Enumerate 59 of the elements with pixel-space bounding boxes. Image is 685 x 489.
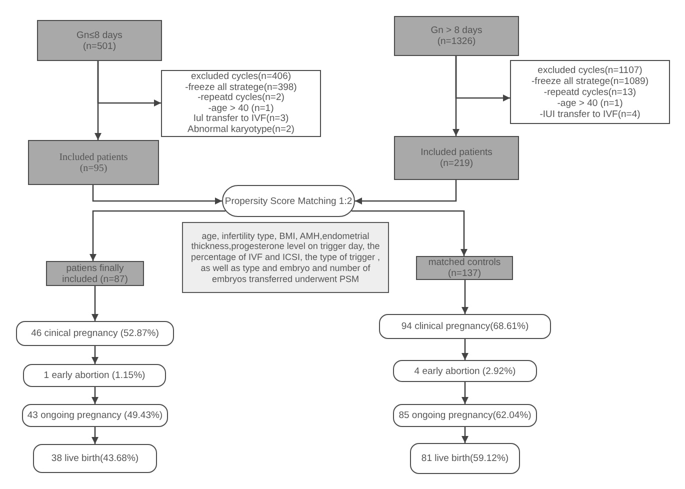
exclusion-box	[161, 70, 321, 137]
exclusion-text: Abnormal karyotype(n=2)	[188, 124, 294, 135]
arrow	[92, 346, 98, 364]
box-text: 46 cinical pregnancy (52.87%)	[31, 328, 159, 339]
box-text: 43 ongoing pregnancy (49.43%)	[27, 410, 163, 421]
box-text: 85 ongoing pregnancy(62.04%)	[398, 410, 532, 421]
exclusion-text: -IUI transfer to IVF(n=4)	[540, 108, 640, 120]
exclusion-text: -freeze all stratege(n=398)	[185, 82, 297, 93]
arrow	[92, 387, 98, 404]
box-text: Included patients (n=219)	[420, 147, 494, 169]
box-text: matched controls (n=137)	[427, 257, 502, 279]
box-text: 38 live birth(43.68%)	[51, 453, 139, 464]
process-box	[46, 261, 144, 286]
box-text: Propersity Score Matching 1:2	[224, 196, 352, 206]
box-text: 1 early abortion (1.15%)	[44, 370, 146, 381]
exclusion-text: -age > 40 (n=1)	[557, 98, 623, 108]
note-box	[182, 222, 389, 293]
arrow	[92, 185, 222, 204]
outcome-box	[379, 314, 551, 339]
outcome-box	[33, 444, 157, 473]
process-box	[28, 140, 159, 185]
exclusion-text: -age > 40 (n=1)	[208, 104, 274, 114]
process-box	[394, 16, 519, 56]
arrow	[462, 427, 468, 443]
outcome-box	[393, 360, 537, 382]
arrow	[462, 382, 468, 404]
box-text: 94 clinical pregnancy(68.61%)	[401, 321, 529, 332]
box-text: 4 early abortion (2.92%)	[414, 366, 516, 376]
arrow	[355, 180, 457, 204]
box-text: Gn > 8 days (n=1326)	[430, 25, 484, 47]
outcome-box	[22, 404, 168, 427]
arrow	[92, 427, 98, 444]
matching-pill	[222, 185, 355, 217]
outcome-box	[23, 364, 166, 387]
process-box	[394, 136, 519, 180]
arrow	[462, 280, 468, 314]
arrow	[352, 210, 468, 256]
arrow	[97, 61, 161, 106]
box-text: Included patients (n=95)	[58, 152, 129, 174]
outcome-box	[410, 443, 520, 474]
arrow	[92, 286, 98, 321]
exclusion-text: excluded cycles(n=1107)	[538, 64, 642, 76]
box-text: 81 live birth(59.12%)	[421, 453, 509, 464]
exclusion-text: excluded cycles(n=406)	[190, 72, 292, 82]
arrow	[462, 339, 468, 360]
exclusion-box	[510, 60, 670, 124]
exclusion-text: -freeze all stratege(n=1089)	[532, 76, 648, 86]
arrow	[455, 56, 510, 102]
exclusion-text: -repeatd cycles(n=2)	[198, 93, 284, 104]
exclusion-text: Iul transfer to IVF(n=3)	[193, 114, 289, 124]
process-box	[37, 20, 162, 61]
outcome-box	[16, 321, 174, 346]
outcome-box	[393, 404, 537, 427]
note-text: age, infertility type, BMI, AMH,endometrial thickness,progesterone level on trigger day, the percentage of IVF and ICSI, the type of trigger , as well as type and embryo and number of embryos transferred underwent PSM	[190, 230, 382, 284]
exclusion-text: -repeatd cycles(n=13)	[544, 86, 636, 98]
process-box	[416, 256, 513, 280]
box-text: Gn≤8 days (n=501)	[76, 30, 124, 52]
box-text: patiens finally included (n=87)	[61, 262, 129, 284]
arrow	[90, 210, 226, 261]
